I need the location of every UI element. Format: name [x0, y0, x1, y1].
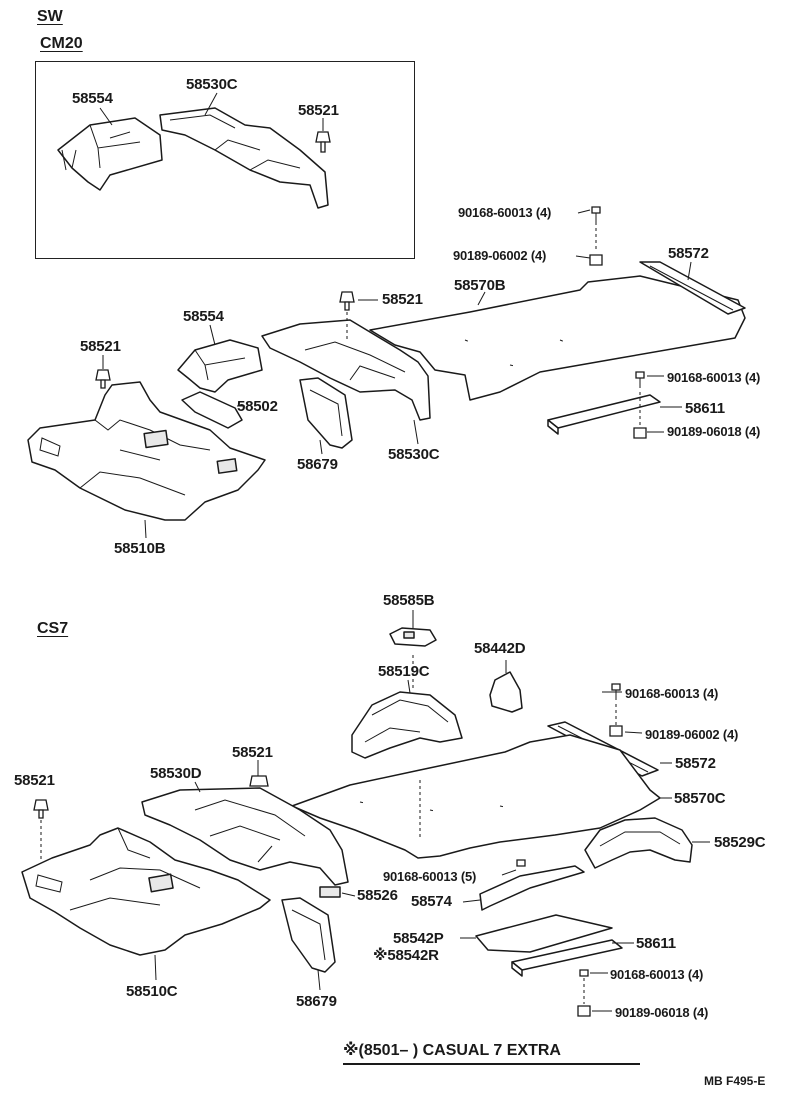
- label-sw-58502: 58502: [237, 398, 278, 415]
- label-cs-58574: 58574: [411, 893, 452, 910]
- section-sw: SW: [37, 8, 63, 25]
- label-cs-58542p: 58542P: [393, 930, 444, 947]
- label-58530c-cm20: 58530C: [186, 76, 238, 93]
- label-cs-58521-left: 58521: [14, 772, 55, 789]
- label-sw-90168-a: 90168-60013 (4): [458, 205, 552, 220]
- cs-sill-58611: [511, 939, 623, 977]
- label-sw-90189-a: 90189-06002 (4): [453, 248, 547, 263]
- label-cs-90189-c: 90189-06018 (4): [615, 1005, 709, 1020]
- sw-panel-58679: [299, 377, 353, 449]
- label-cs-58519c: 58519C: [378, 663, 430, 680]
- sw-fasteners: [589, 206, 647, 439]
- cs-deck-58570c: [291, 734, 661, 859]
- label-sw-58521-mid: 58521: [382, 291, 423, 308]
- label-cs-90168-a: 90168-60013 (4): [625, 686, 719, 701]
- label-sw-58521-left: 58521: [80, 338, 121, 355]
- label-sw-90189-b: 90189-06018 (4): [667, 424, 761, 439]
- sw-pad-58502: [181, 391, 245, 429]
- label-cs-58585b: 58585B: [383, 592, 435, 609]
- label-sw-58611: 58611: [685, 400, 725, 417]
- cs-front-insulator-58510c: [21, 827, 271, 956]
- diagram-code: MB F495-E: [704, 1074, 766, 1088]
- label-cs-90168-b: 90168-60013 (5): [383, 869, 477, 884]
- label-cs-58442d: 58442D: [474, 640, 526, 657]
- cs-wheelhouse-58519c: [351, 655, 463, 759]
- label-cs-90189-a: 90189-06002 (4): [645, 727, 739, 742]
- sw-sill-58611: [547, 394, 661, 435]
- label-58521-cm20: 58521: [298, 102, 339, 119]
- label-cs-58526: 58526: [357, 887, 398, 904]
- cs-pad-58526: [319, 886, 341, 898]
- sw-clip-58521-mid: [339, 291, 355, 340]
- cs-clips-58521: [33, 775, 269, 860]
- label-cs-58510c: 58510C: [126, 983, 178, 1000]
- label-sw-90168-b: 90168-60013 (4): [667, 370, 761, 385]
- section-cm20: CM20: [40, 35, 83, 52]
- cm20-bracket-58554: [57, 117, 163, 191]
- cs-wheelhouse-58529c: [584, 817, 693, 869]
- cs-cover-58442d: [489, 671, 523, 713]
- label-cs-58679: 58679: [296, 993, 337, 1010]
- cm20-clip-58521: [315, 118, 331, 153]
- cm20-inset-frame: [35, 61, 415, 259]
- label-cs-58572: 58572: [675, 755, 716, 772]
- cs-bracket-58585b: [389, 627, 437, 647]
- label-sw-58679: 58679: [297, 456, 338, 473]
- footnote-casual-7-extra: ※(8501– ) CASUAL 7 EXTRA: [343, 1042, 561, 1059]
- cm20-insulator-58530c: [159, 107, 329, 209]
- label-sw-58570b: 58570B: [454, 277, 506, 294]
- footnote-underline: [343, 1063, 640, 1065]
- cs-panel-58679: [281, 897, 336, 973]
- sw-deck-58570b: [369, 275, 746, 401]
- sw-clip-58521-left: [95, 355, 111, 389]
- label-58554-cm20: 58554: [72, 90, 113, 107]
- label-cs-58521-mid: 58521: [232, 744, 273, 761]
- label-cs-58529c: 58529C: [714, 834, 766, 851]
- label-cs-90168-c: 90168-60013 (4): [610, 967, 704, 982]
- sw-insulator-58530c: [261, 319, 431, 421]
- cs-plate-58542: [475, 914, 613, 953]
- leader-lines: [99, 92, 710, 1012]
- label-cs-58570c: 58570C: [674, 790, 726, 807]
- label-sw-58572: 58572: [668, 245, 709, 262]
- sw-front-insulator-58510b: [27, 381, 266, 521]
- label-cs-58530d: 58530D: [150, 765, 202, 782]
- sw-bracket-58554: [177, 339, 263, 393]
- label-cs-58611: 58611: [636, 935, 676, 952]
- section-cs7: CS7: [37, 620, 69, 637]
- label-cs-58542r: ※58542R: [373, 947, 439, 964]
- label-sw-58554: 58554: [183, 308, 224, 325]
- cs-insulator-58530d: [141, 787, 349, 886]
- label-sw-58530c: 58530C: [388, 446, 440, 463]
- sw-rail-58572: [639, 261, 746, 315]
- label-sw-58510b: 58510B: [114, 540, 166, 557]
- cs-fasteners: [516, 683, 623, 1017]
- cs-bracket-58574: [479, 865, 585, 911]
